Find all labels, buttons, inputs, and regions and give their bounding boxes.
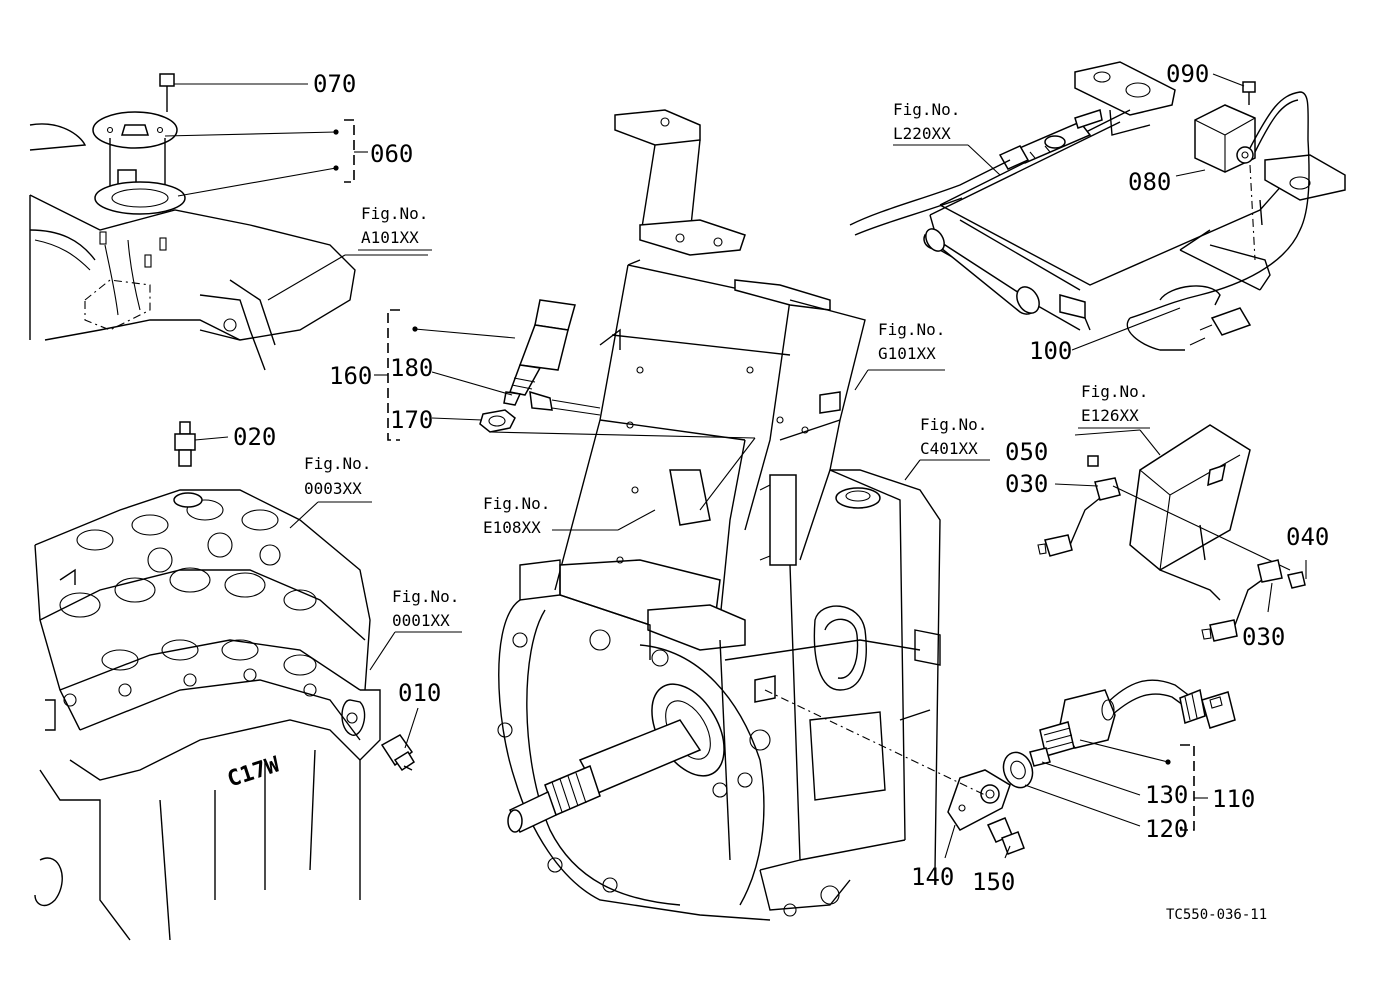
fig-ref-a101: Fig.No. A101XX bbox=[358, 204, 432, 251]
fig-ref-0003-prefix: Fig.No. bbox=[304, 454, 371, 473]
part-number-110: 110 bbox=[1212, 785, 1255, 813]
drawing-code: TC550-036-11 bbox=[1166, 907, 1267, 923]
fig-ref-g101: Fig.No. G101XX bbox=[878, 320, 945, 363]
part-number-labels: 070 060 020 160 180 170 010 090 080 100 … bbox=[233, 60, 1329, 896]
water-temp-sensor-020 bbox=[174, 421, 229, 467]
input-shaft bbox=[507, 683, 725, 834]
fig-ref-l220-prefix: Fig.No. bbox=[893, 100, 960, 119]
fig-ref-0003: Fig.No. 0003XX bbox=[304, 454, 371, 498]
fig-ref-c401: Fig.No. C401XX bbox=[920, 415, 987, 458]
part-number-150: 150 bbox=[972, 868, 1015, 896]
fig-ref-c401-prefix: Fig.No. bbox=[920, 415, 987, 434]
figure-reference-labels: Fig.No. A101XX Fig.No. L220XX Fig.No. G1… bbox=[304, 100, 1150, 630]
fig-ref-c401-code: C401XX bbox=[920, 439, 978, 458]
fig-ref-g101-code: G101XX bbox=[878, 344, 936, 363]
part-number-120: 120 bbox=[1145, 815, 1188, 843]
fig-ref-e108-code: E108XX bbox=[483, 518, 541, 537]
fig-ref-0003-code: 0003XX bbox=[304, 479, 362, 498]
plate-140-bolt-150 bbox=[764, 689, 1025, 859]
part-number-130: 130 bbox=[1145, 781, 1188, 809]
part-number-100: 100 bbox=[1029, 337, 1072, 365]
fuel-tank-drawing bbox=[29, 123, 356, 371]
fig-ref-0001: Fig.No. 0001XX bbox=[392, 587, 459, 630]
fig-ref-g101-prefix: Fig.No. bbox=[878, 320, 945, 339]
sensor-160-group bbox=[374, 299, 756, 511]
part-number-030-lower: 030 bbox=[1242, 623, 1285, 651]
fig-ref-e126-prefix: Fig.No. bbox=[1081, 382, 1148, 401]
fig-ref-e126: Fig.No. E126XX bbox=[1078, 382, 1150, 429]
switch-030-upper bbox=[1037, 455, 1291, 571]
part-number-140: 140 bbox=[911, 863, 954, 891]
fig-ref-a101-code: A101XX bbox=[361, 228, 419, 247]
frame-bracket-assembly bbox=[554, 109, 866, 651]
fig-ref-e126-code: E126XX bbox=[1081, 406, 1139, 425]
leader-lines-right-middle bbox=[552, 369, 1161, 531]
part-number-080: 080 bbox=[1128, 168, 1171, 196]
part-number-170: 170 bbox=[390, 406, 433, 434]
fig-ref-0001-code: 0001XX bbox=[392, 611, 450, 630]
part-number-070: 070 bbox=[313, 70, 356, 98]
seat-frame-assembly bbox=[849, 61, 1346, 331]
fig-ref-e108: Fig.No. E108XX bbox=[483, 494, 550, 537]
part-number-020: 020 bbox=[233, 423, 276, 451]
part-number-010: 010 bbox=[398, 679, 441, 707]
part-number-180: 180 bbox=[390, 354, 433, 382]
sensor-110-group bbox=[1002, 679, 1236, 831]
part-number-060: 060 bbox=[370, 140, 413, 168]
transmission-housing bbox=[497, 469, 941, 921]
leader-lines-top-right bbox=[893, 73, 1245, 351]
part-number-030-upper: 030 bbox=[1005, 470, 1048, 498]
fig-ref-a101-prefix: Fig.No. bbox=[361, 204, 428, 223]
oil-pressure-switch-010 bbox=[380, 707, 419, 772]
engine-casting-mark: C17W bbox=[224, 752, 283, 792]
fig-ref-l220: Fig.No. L220XX bbox=[893, 100, 960, 143]
fig-ref-e108-prefix: Fig.No. bbox=[483, 494, 550, 513]
switch-030-lower bbox=[1201, 559, 1307, 642]
engine-marking-text: C17W bbox=[224, 752, 283, 792]
fuel-sender-unit bbox=[92, 73, 186, 215]
fig-ref-0001-prefix: Fig.No. bbox=[392, 587, 459, 606]
part-number-090: 090 bbox=[1166, 60, 1209, 88]
leader-lines-top-left bbox=[164, 83, 428, 301]
part-number-160: 160 bbox=[329, 362, 372, 390]
part-number-040: 040 bbox=[1286, 523, 1329, 551]
leader-lines-left bbox=[289, 501, 462, 671]
pedal-bracket bbox=[1129, 424, 1251, 601]
fig-ref-l220-code: L220XX bbox=[893, 124, 951, 143]
part-number-050: 050 bbox=[1005, 438, 1048, 466]
engine-block bbox=[34, 489, 381, 941]
seat-switch-080 bbox=[1126, 81, 1310, 351]
